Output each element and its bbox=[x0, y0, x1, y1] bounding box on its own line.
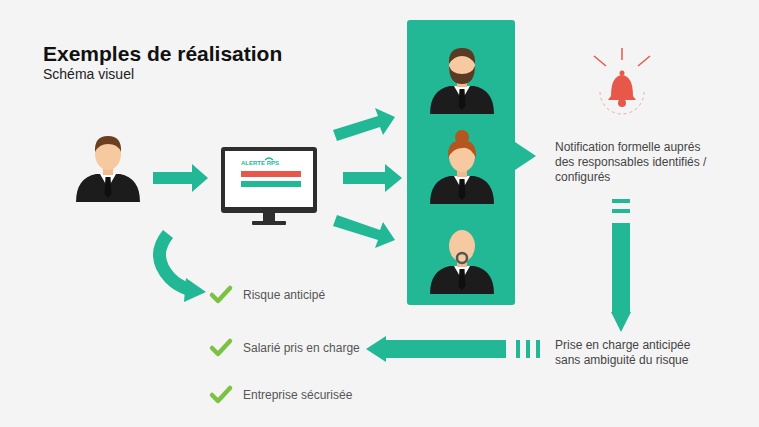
managers-panel bbox=[407, 20, 515, 305]
alert-bell bbox=[594, 48, 650, 114]
panel-pointer bbox=[515, 142, 536, 170]
arrow-head bbox=[366, 336, 386, 362]
monitor-icon bbox=[221, 147, 317, 225]
step-text: Notification formelle auprés des respons… bbox=[555, 140, 707, 185]
screen-logo: ALERTE RPS bbox=[241, 160, 279, 167]
manager-icon bbox=[430, 130, 494, 204]
employee-icon bbox=[76, 136, 140, 202]
flow-arrow bbox=[612, 199, 630, 312]
result-item: Salarié pris en charge bbox=[243, 341, 360, 356]
flow-arrow bbox=[343, 164, 402, 192]
check-mark bbox=[212, 388, 230, 401]
arrow-head bbox=[184, 278, 206, 302]
flow-arrow bbox=[153, 164, 208, 192]
flow-arrow bbox=[385, 340, 540, 358]
curved-arrow bbox=[159, 234, 188, 289]
check-mark bbox=[212, 288, 230, 301]
flow-arrow bbox=[333, 215, 395, 248]
result-item: Entreprise sécurisée bbox=[243, 388, 352, 403]
check-mark bbox=[212, 341, 230, 354]
flow-arrow bbox=[333, 108, 395, 141]
manager-icon bbox=[430, 230, 494, 294]
title: Exemples de réalisation bbox=[43, 42, 282, 66]
step-text-block: Prise en charge anticipée sans ambiguité… bbox=[555, 338, 707, 368]
subtitle: Schéma visuel bbox=[43, 66, 134, 83]
manager-icon bbox=[430, 48, 494, 114]
step-text-block: Notification formelle auprés des respons… bbox=[555, 140, 707, 185]
step-text: Prise en charge anticipée sans ambiguité… bbox=[555, 338, 707, 368]
result-item: Risque anticipé bbox=[243, 288, 325, 303]
